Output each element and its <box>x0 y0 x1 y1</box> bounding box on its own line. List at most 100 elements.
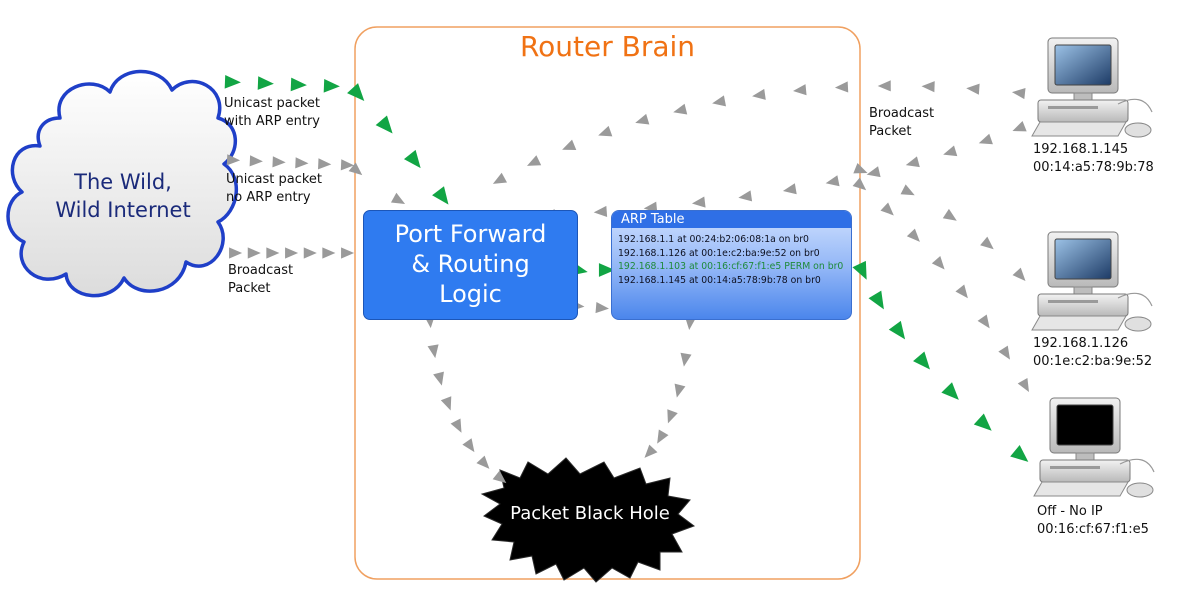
gray-arrow <box>931 256 945 270</box>
gray-arrow <box>303 247 317 259</box>
arp-row-perm: 192.168.1.103 at 00:16:cf:67:f1:e5 PERM … <box>618 261 844 272</box>
gray-arrow <box>450 418 462 433</box>
black-hole-label: Packet Black Hole <box>510 503 670 524</box>
green-arrow <box>375 115 393 134</box>
gray-arrow <box>1017 377 1029 393</box>
gray-arrow <box>285 247 299 259</box>
gray-arrow <box>691 196 706 208</box>
green-arrow <box>1010 445 1029 462</box>
gray-arrow <box>673 103 688 115</box>
arp-table-title: ARP Table <box>612 211 851 228</box>
gray-arrow <box>852 177 867 191</box>
gray-arrow <box>462 438 475 453</box>
label-broadcast-left-line2: Packet <box>228 281 271 296</box>
packet-arrows <box>224 74 1029 484</box>
gray-arrow <box>322 247 336 259</box>
green-arrow <box>852 260 867 280</box>
black-hole-shape <box>480 457 696 583</box>
port-forward-line1: Port Forward <box>394 220 547 248</box>
arp-row: 192.168.1.126 at 00:1e:c2:ba:9e:52 on br… <box>618 247 820 259</box>
gray-arrow <box>921 81 935 93</box>
computer-1-label: 192.168.1.145 00:14:a5:78:9b:78 <box>1033 141 1154 177</box>
gray-arrow <box>427 344 439 359</box>
computer-2-label: 192.168.1.126 00:1e:c2:ba:9e:52 <box>1033 335 1152 371</box>
gray-arrow <box>943 145 958 157</box>
green-arrow <box>403 149 421 169</box>
gray-arrow <box>667 409 678 424</box>
gray-arrow <box>955 284 968 299</box>
gray-arrow <box>249 155 263 167</box>
label-broadcast-left-line1: Broadcast <box>228 263 294 278</box>
gray-arrow <box>635 113 650 125</box>
gray-arrow <box>977 314 990 329</box>
computer-1-icon <box>1031 37 1153 138</box>
gray-arrow <box>476 455 490 469</box>
computer-1-ip: 192.168.1.145 <box>1033 142 1129 157</box>
gray-arrow <box>341 247 355 259</box>
gray-arrow <box>390 192 406 204</box>
label-unicast-with-arp: Unicast packet with ARP entry <box>224 95 320 131</box>
arp-row: 192.168.1.145 at 00:14:a5:78:9b:78 on br… <box>618 274 821 286</box>
arp-table-box: ARP Table 192.168.1.1 at 00:24:b2:06:08:… <box>611 210 852 320</box>
gray-arrow <box>1011 87 1026 100</box>
internet-cloud <box>6 69 239 298</box>
gray-arrow <box>712 95 727 107</box>
computer-3-label: Off - No IP 00:16:cf:67:f1:e5 <box>1037 503 1149 539</box>
green-arrow <box>432 186 449 205</box>
gray-arrow <box>295 157 309 169</box>
gray-arrow <box>782 183 797 195</box>
gray-arrow <box>674 383 686 398</box>
label-unicast-no-arp-line2: no ARP entry <box>226 190 311 205</box>
gray-arrow <box>853 162 868 174</box>
internet-label: The Wild, Wild Internet <box>38 168 208 224</box>
computer-3-mac: 00:16:cf:67:f1:e5 <box>1037 522 1149 537</box>
green-arrow <box>913 351 931 370</box>
label-broadcast-right-line1: Broadcast <box>869 106 935 121</box>
gray-arrow <box>942 208 957 221</box>
gray-arrow <box>793 84 807 96</box>
port-forward-line3: Logic <box>439 280 502 308</box>
computer-2-icon <box>1031 231 1153 332</box>
computer-2-ip: 192.168.1.126 <box>1033 336 1129 351</box>
gray-arrow <box>905 156 920 168</box>
green-arrow <box>290 77 307 92</box>
gray-arrow <box>906 228 920 242</box>
label-unicast-no-arp: Unicast packet no ARP entry <box>226 171 322 207</box>
gray-arrow <box>593 205 608 218</box>
gray-arrow <box>226 154 241 166</box>
internet-label-line1: The Wild, <box>74 170 172 194</box>
gray-arrow <box>998 345 1011 360</box>
gray-arrow <box>1012 267 1026 281</box>
gray-arrow <box>272 156 286 168</box>
label-unicast-with-arp-line1: Unicast packet <box>224 96 321 111</box>
gray-arrow <box>266 247 280 259</box>
green-arrow <box>323 78 340 93</box>
computer-1-mac: 00:14:a5:78:9b:78 <box>1033 160 1154 175</box>
label-unicast-with-arp-line2: with ARP entry <box>224 114 320 129</box>
gray-arrow <box>877 80 891 92</box>
green-arrow <box>888 320 906 340</box>
gray-arrow <box>752 88 766 100</box>
gray-arrow <box>866 166 881 178</box>
computer-2-mac: 00:1e:c2:ba:9e:52 <box>1033 354 1153 369</box>
computer-3-ip: Off - No IP <box>1037 504 1103 519</box>
gray-arrow <box>966 83 980 95</box>
gray-arrow <box>348 162 363 176</box>
green-arrow <box>347 83 365 101</box>
gray-arrow <box>433 371 444 386</box>
gray-arrow <box>595 302 609 314</box>
internet-label-line2: Wild Internet <box>55 198 191 222</box>
label-broadcast-right-line2: Packet <box>869 124 912 139</box>
label-broadcast-left: Broadcast Packet <box>228 262 293 298</box>
gray-arrow <box>229 247 243 259</box>
gray-arrow <box>440 396 452 411</box>
router-brain-box <box>354 26 861 580</box>
gray-arrow <box>598 125 613 137</box>
computer-3-icon <box>1033 397 1155 498</box>
gray-arrow <box>880 202 894 216</box>
port-forward-routing-box: Port Forward & Routing Logic <box>363 210 578 320</box>
green-arrow <box>598 263 615 277</box>
gray-arrow <box>825 175 840 187</box>
